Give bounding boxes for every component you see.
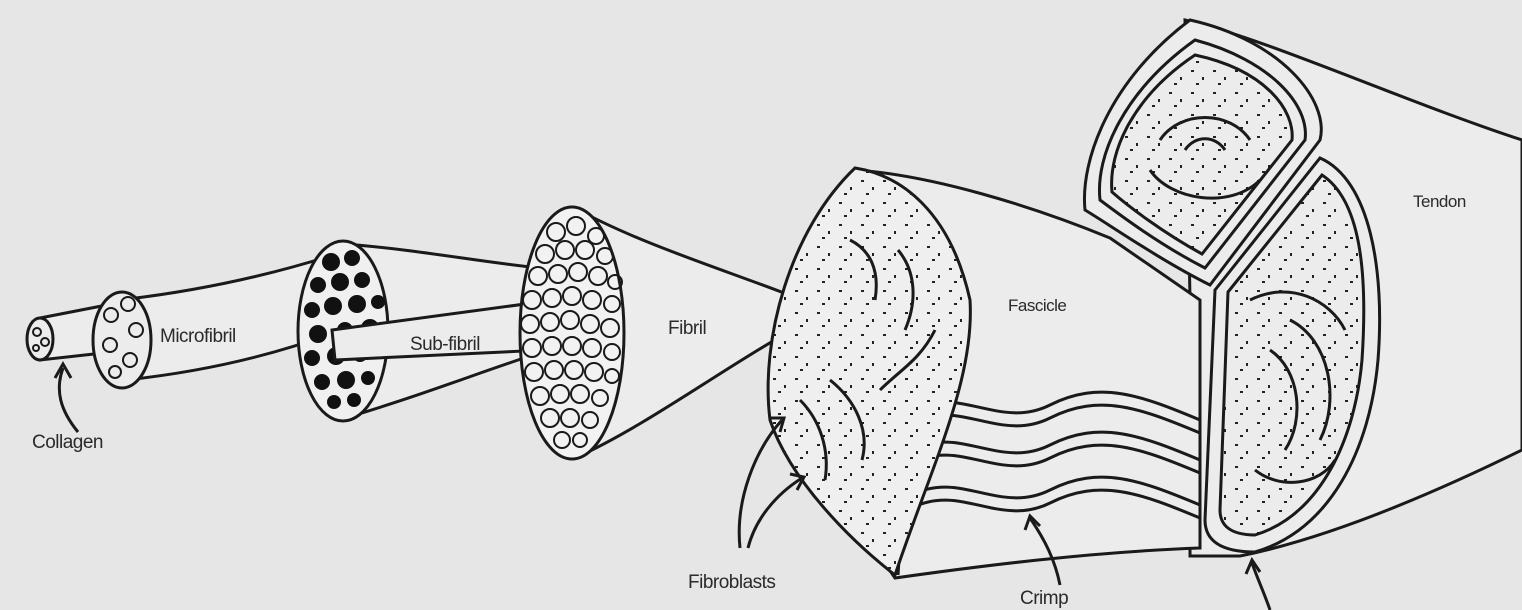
microfibril: [93, 256, 330, 388]
label-fibril: Fibril: [668, 318, 706, 340]
sub-fibril: [298, 241, 548, 421]
label-crimp: Crimp: [1020, 588, 1068, 610]
collagen-pointer: [59, 368, 78, 432]
fibroblasts-pointer-2: [748, 478, 802, 548]
fibroblasts-pointer-1: [739, 420, 782, 548]
label-collagen: Collagen: [32, 432, 103, 454]
tendon-pointer: [1252, 563, 1270, 610]
label-microfibril: Microfibril: [160, 326, 236, 348]
label-subfibril: Sub-fibril: [410, 334, 480, 356]
label-fibroblasts: Fibroblasts: [688, 572, 775, 594]
label-fascicle: Fascicle: [1008, 296, 1066, 316]
label-tendon: Tendon: [1413, 192, 1466, 212]
